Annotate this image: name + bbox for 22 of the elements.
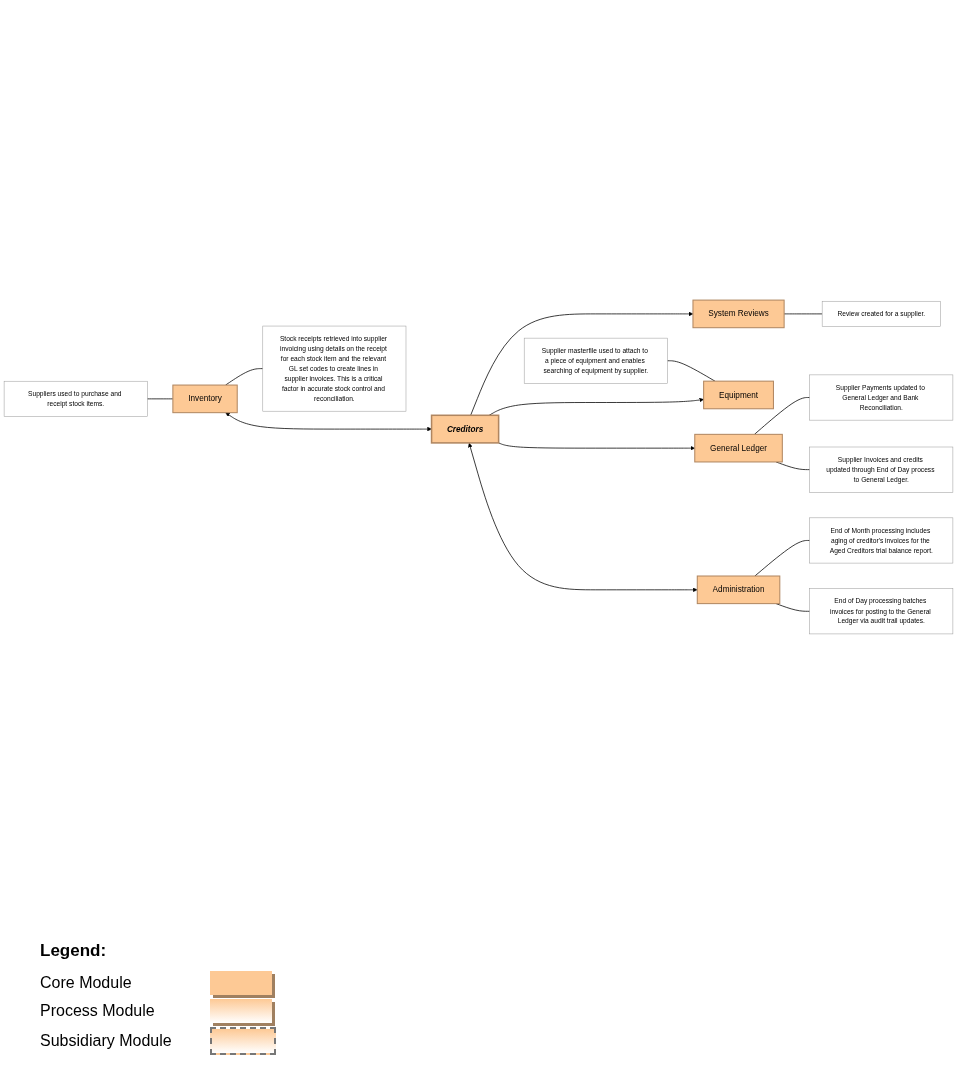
node-box xyxy=(172,385,238,414)
node-box xyxy=(809,518,954,564)
legend-label: Core Module xyxy=(40,974,133,992)
connector xyxy=(225,368,264,386)
node-box xyxy=(262,326,407,412)
node-box xyxy=(523,338,668,385)
node-box xyxy=(694,434,783,463)
node-box xyxy=(809,447,954,493)
node-box xyxy=(696,576,781,605)
node-box xyxy=(809,588,954,635)
legend-label: Process Module xyxy=(40,1002,156,1020)
node-box xyxy=(430,415,500,445)
node-box xyxy=(692,300,785,329)
legend-label: Subsidiary Module xyxy=(40,1032,173,1050)
connector xyxy=(667,360,716,383)
node-box xyxy=(821,301,941,328)
node-box xyxy=(809,375,954,421)
node-box xyxy=(3,381,148,418)
node-box xyxy=(703,381,774,410)
connector xyxy=(754,397,811,436)
connector xyxy=(754,540,811,577)
legend-title: Legend: xyxy=(40,941,107,961)
